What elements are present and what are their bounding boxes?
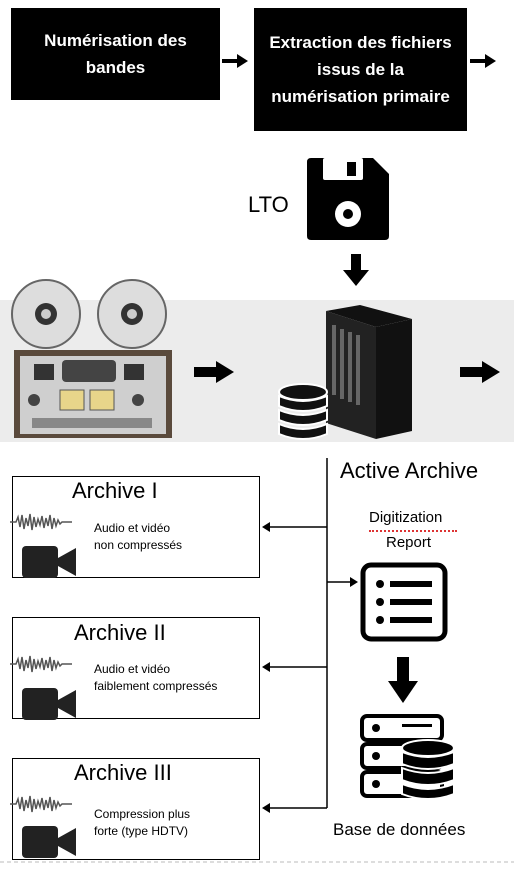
audio-waveform-icon <box>10 655 72 673</box>
archive-desc-3-line2: forte (type HDTV) <box>94 824 189 838</box>
archive-title-1: Archive I <box>72 478 158 503</box>
report-list-icon <box>360 562 448 642</box>
archive-desc-2-line1: Audio et vidéo <box>94 662 171 676</box>
reel-tape-recorder-icon <box>11 279 172 438</box>
step-label-extraction: Extraction des fichiers issus de la numé… <box>269 33 452 106</box>
archive-title-2: Archive II <box>74 620 166 645</box>
database-icon <box>278 383 328 440</box>
floppy-disk-icon <box>307 158 389 240</box>
archive-box-1 <box>12 476 260 578</box>
step-label-numerisation: Numérisation des bandes <box>44 31 187 77</box>
archive-desc-1-line2: non compressés <box>94 538 183 552</box>
report-label-line2: Report <box>386 534 432 551</box>
arrow-right-icon <box>460 361 500 383</box>
server-icon <box>326 305 412 439</box>
arrow-down-icon <box>343 254 369 286</box>
video-camera-icon <box>22 688 76 720</box>
database-label: Base de données <box>333 820 466 839</box>
spellcheck-underline <box>369 527 457 532</box>
arrow-right-icon <box>194 361 234 383</box>
report-label-line1: Digitization <box>369 509 443 526</box>
audio-waveform-icon <box>10 513 72 531</box>
step-box-numerisation: Numérisation des bandes <box>11 8 220 100</box>
active-archive-title: Active Archive <box>340 458 479 483</box>
step-box-extraction: Extraction des fichiers issus de la numé… <box>254 8 467 131</box>
arrow-right-icon <box>470 54 496 68</box>
archive-desc-2-line2: faiblement compressés <box>94 679 218 693</box>
database-server-icon <box>360 714 455 800</box>
arrow-down-icon <box>388 657 418 703</box>
arrow-right-icon <box>222 54 248 68</box>
archive-box-3 <box>12 758 260 860</box>
video-camera-icon <box>22 826 76 858</box>
audio-waveform-icon <box>10 795 72 813</box>
archive-title-3: Archive III <box>74 760 172 785</box>
archive-desc-3-line1: Compression plus <box>94 807 191 821</box>
lto-label: LTO <box>248 192 289 217</box>
archive-desc-1-line1: Audio et vidéo <box>94 521 171 535</box>
video-camera-icon <box>22 546 76 578</box>
